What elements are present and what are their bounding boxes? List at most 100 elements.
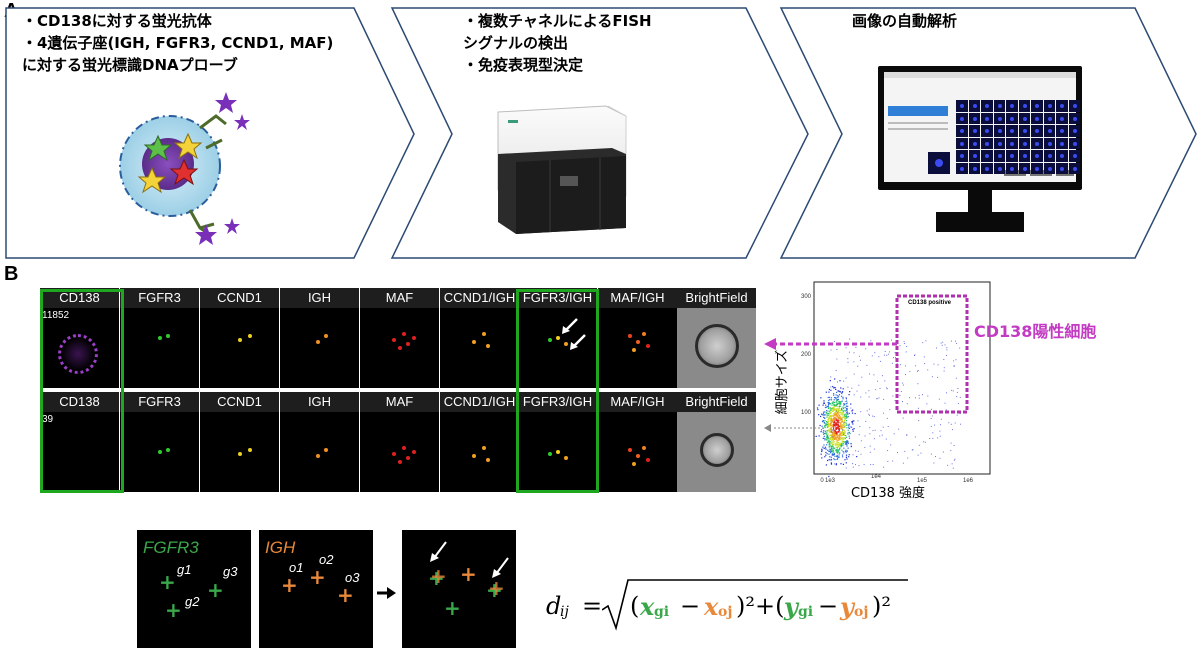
thumbnail-cell [981,112,993,124]
scatter-point [820,429,823,431]
channel-tile: MAF [360,392,439,492]
scatter-point [838,438,840,440]
scatter-point [833,436,835,438]
scatter-point [868,390,870,392]
scatter-point [885,438,887,440]
x-axis-label: CD138 強度 [851,485,925,501]
scatter-point [845,462,847,464]
scatter-point [843,421,845,423]
scatter-point [831,444,833,446]
channel-tile: FGFR3 [120,392,199,492]
scatter-point [841,421,843,423]
scatter-point [825,423,827,425]
scatter-point [897,452,898,453]
scatter-point [852,423,854,425]
scatter-point [899,395,901,396]
thumbnail-cell [1056,150,1068,162]
thumbnail-cell [1006,125,1018,137]
scatter-point [873,438,875,440]
scatter-point [915,365,917,367]
scatter-point [830,429,832,431]
step2-text: ・複数チャネルによるFISH シグナルの検出 ・免疫表現型決定 [463,10,652,76]
scatter-point [832,432,834,434]
scatter-point [945,409,947,411]
thumbnail-cell [993,100,1005,112]
scatter-point [828,439,830,441]
scatter-point [881,434,883,436]
thumbnail-cell [1006,100,1018,112]
scatter-point [836,433,838,435]
scatter-point [833,406,835,408]
scatter-point [840,432,842,434]
fish-signal-dot [548,338,552,342]
scatter-point [816,407,819,409]
scatter-point [869,427,871,429]
scatter-point [829,428,831,430]
scatter-point [847,412,849,414]
scatter-point [832,407,834,409]
thumbnail-cell [1056,137,1068,149]
scatter-point [836,415,838,417]
scatter-point [824,423,826,425]
scatter-point [848,454,850,456]
scatter-point [938,398,940,400]
scatter-point [843,425,845,427]
scatter-point [837,436,839,438]
fish-signal-dot [158,450,162,454]
thumbnail-cell [956,162,968,174]
scatter-point [823,422,825,424]
scatter-point [940,342,942,344]
scatter-point [835,428,837,430]
scatter-point [830,462,832,464]
fgfr3-title: FGFR3 [143,538,199,557]
scatter-point [954,422,956,424]
scatter-point [843,434,845,436]
scatter-point [831,453,833,455]
scatter-point [839,438,842,440]
g-label: g1 [177,562,192,577]
scatter-point [841,454,844,456]
fish-signal-dot [402,446,406,450]
channel-header: CCND1/IGH [440,288,519,308]
scatter-point [866,410,868,412]
scatter-point [827,396,829,399]
green-plus: + [165,598,182,622]
scatter-point [834,378,836,380]
scatter-point [837,419,839,422]
scatter-point [821,425,823,427]
scatter-point [833,423,835,425]
scatter-point [840,427,842,429]
scatter-point [842,424,844,427]
formula-mid: )²+( [736,592,785,620]
scatter-point [946,349,948,351]
scatter-point [836,413,839,415]
scatter-point [847,413,849,415]
scatter-point [824,414,826,416]
scatter-point [844,401,846,403]
scatter-point [944,344,946,346]
scatter-point [902,382,904,384]
scatter-point [842,445,844,447]
scatter-point [825,448,827,450]
scatter-point [864,435,866,437]
scatter-point [828,417,830,419]
scatter-point [842,430,844,432]
channel-header: FGFR3/IGH [518,288,597,308]
scatter-point [827,441,829,443]
scatter-point [918,420,920,422]
thumbnail-cell [1068,125,1080,137]
scatter-point [828,429,830,431]
scatter-point [827,414,829,416]
fish-signal-dot [412,336,416,340]
scatter-point [833,441,835,443]
scatter-point [834,387,836,389]
scatter-point [914,436,916,438]
scatter-point [827,424,829,427]
red-star [169,158,199,186]
scatter-point [842,406,844,408]
scatter-point [838,395,840,397]
scatter-point [943,359,945,360]
scatter-point [835,418,837,420]
scatter-point [904,365,906,367]
scatter-point [831,402,833,404]
